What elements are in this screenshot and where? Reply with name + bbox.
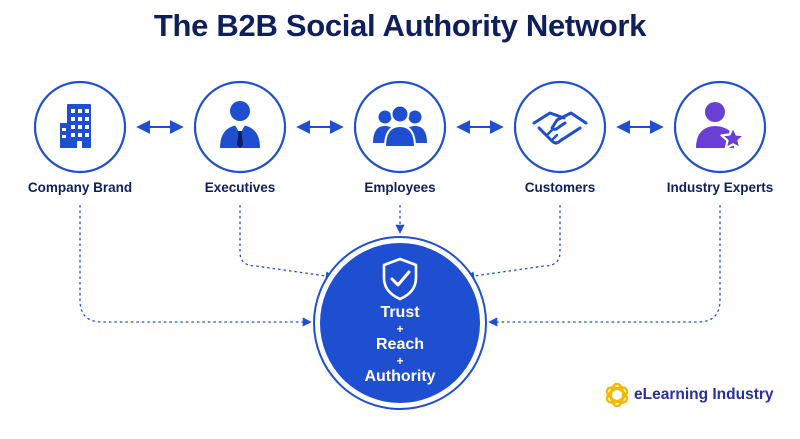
executive-icon (220, 101, 260, 148)
hub-text-trust: Trust (380, 304, 420, 321)
hub-plus-2: + (396, 354, 404, 368)
connector-company-brand (79, 205, 312, 327)
brand-name: eLearning Industry (634, 386, 774, 403)
node-label-executives: Executives (204, 180, 276, 195)
connector-customers (465, 205, 561, 281)
handshake-icon (532, 111, 588, 145)
node-label-company-brand: Company Brand (27, 180, 133, 195)
hub-text-reach: Reach (375, 336, 425, 353)
node-label-customers: Customers (524, 180, 596, 195)
brand-logo: eLearning Industry (604, 380, 774, 410)
page-title: The B2B Social Authority Network (153, 8, 647, 43)
elearning-logo-icon (605, 382, 629, 408)
hub-text-authority: Authority (364, 368, 436, 385)
group-icon (373, 104, 427, 148)
hub-circle (320, 243, 480, 403)
node-label-employees: Employees (364, 180, 436, 195)
node-label-industry-experts: Industry Experts (666, 180, 774, 195)
connector-industry-experts (488, 205, 721, 327)
building-icon (60, 104, 91, 148)
connector-executives (239, 205, 335, 281)
shield-check-icon (382, 257, 418, 301)
hub-plus-1: + (396, 322, 404, 336)
expert-star-icon (696, 102, 746, 150)
